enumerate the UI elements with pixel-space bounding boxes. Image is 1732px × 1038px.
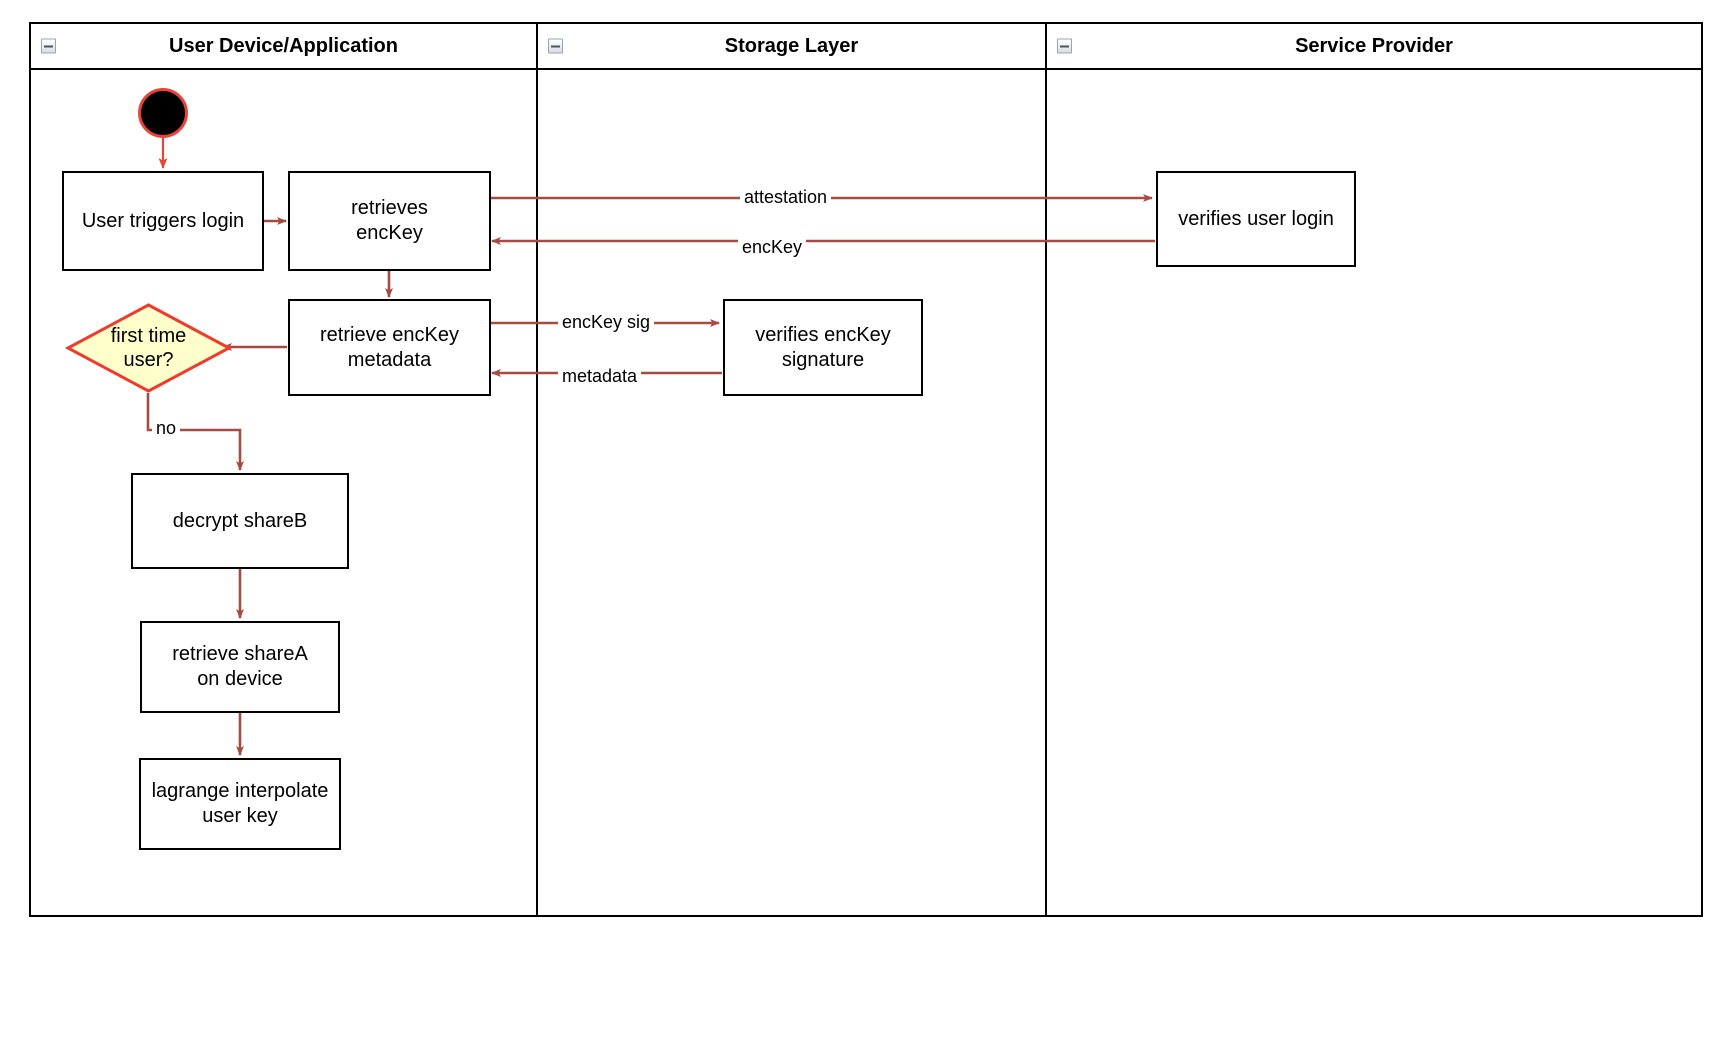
activity-retrieve-sharea-on-device[interactable]: retrieve shareA on device [140,621,340,713]
activity-label: decrypt shareB [172,509,308,532]
activity-decrypt-shareb[interactable]: decrypt shareB [131,473,349,569]
decision-shape [64,303,233,393]
lane-header-storage[interactable]: Storage Layer [538,24,1045,70]
edge-label-attestation: attestation [740,187,832,208]
lane-header-user-device[interactable]: User Device/Application [31,24,536,70]
collapse-minus-icon[interactable] [548,38,563,54]
activity-retrieves-enckey[interactable]: retrieves encKey [288,171,491,271]
edge-label-metadata: metadata [558,366,642,387]
activity-label-line1: retrieve encKey [320,323,459,346]
lane-divider-1 [536,24,538,915]
lane-storage[interactable]: Storage Layer [538,24,1045,915]
lane-user-device[interactable]: User Device/Application [31,24,536,915]
lane-title-service-provider: Service Provider [1295,34,1453,57]
edge-label-enckey: encKey [738,237,807,258]
lane-divider-2 [1045,24,1047,915]
activity-label-line2: signature [781,348,865,371]
lane-service-provider[interactable]: Service Provider [1047,24,1701,915]
activity-label-line1: verifies encKey [755,323,891,346]
activity-label-line1: retrieves [351,197,428,219]
activity-lagrange-interpolate-user-key[interactable]: lagrange interpolate user key [139,758,341,850]
activity-verifies-user-login[interactable]: verifies user login [1156,171,1356,267]
decision-first-time-user[interactable]: first time user? [64,303,233,393]
collapse-minus-icon[interactable] [41,38,56,54]
activity-label-line2: encKey [356,222,423,244]
activity-label-line2: on device [197,668,283,690]
collapse-minus-icon[interactable] [1057,38,1072,54]
lane-header-service-provider[interactable]: Service Provider [1047,24,1701,70]
edge-label-no: no [152,418,181,439]
activity-retrieve-enckey-metadata[interactable]: retrieve encKey metadata [288,299,491,396]
lane-title-storage: Storage Layer [724,34,859,57]
edge-label-enckey-sig: encKey sig [558,312,655,333]
activity-label: User triggers login [81,209,245,232]
start-node[interactable] [138,88,188,138]
activity-label-line2: user key [202,805,278,827]
lane-title-user-device: User Device/Application [169,34,398,57]
activity-label: verifies user login [1178,207,1334,230]
activity-label-line1: retrieve shareA [172,643,308,665]
activity-verifies-enckey-signature[interactable]: verifies encKey signature [723,299,923,396]
activity-label-line1: lagrange interpolate [151,780,329,802]
activity-user-triggers-login[interactable]: User triggers login [62,171,264,271]
activity-label-line2: metadata [347,348,432,371]
